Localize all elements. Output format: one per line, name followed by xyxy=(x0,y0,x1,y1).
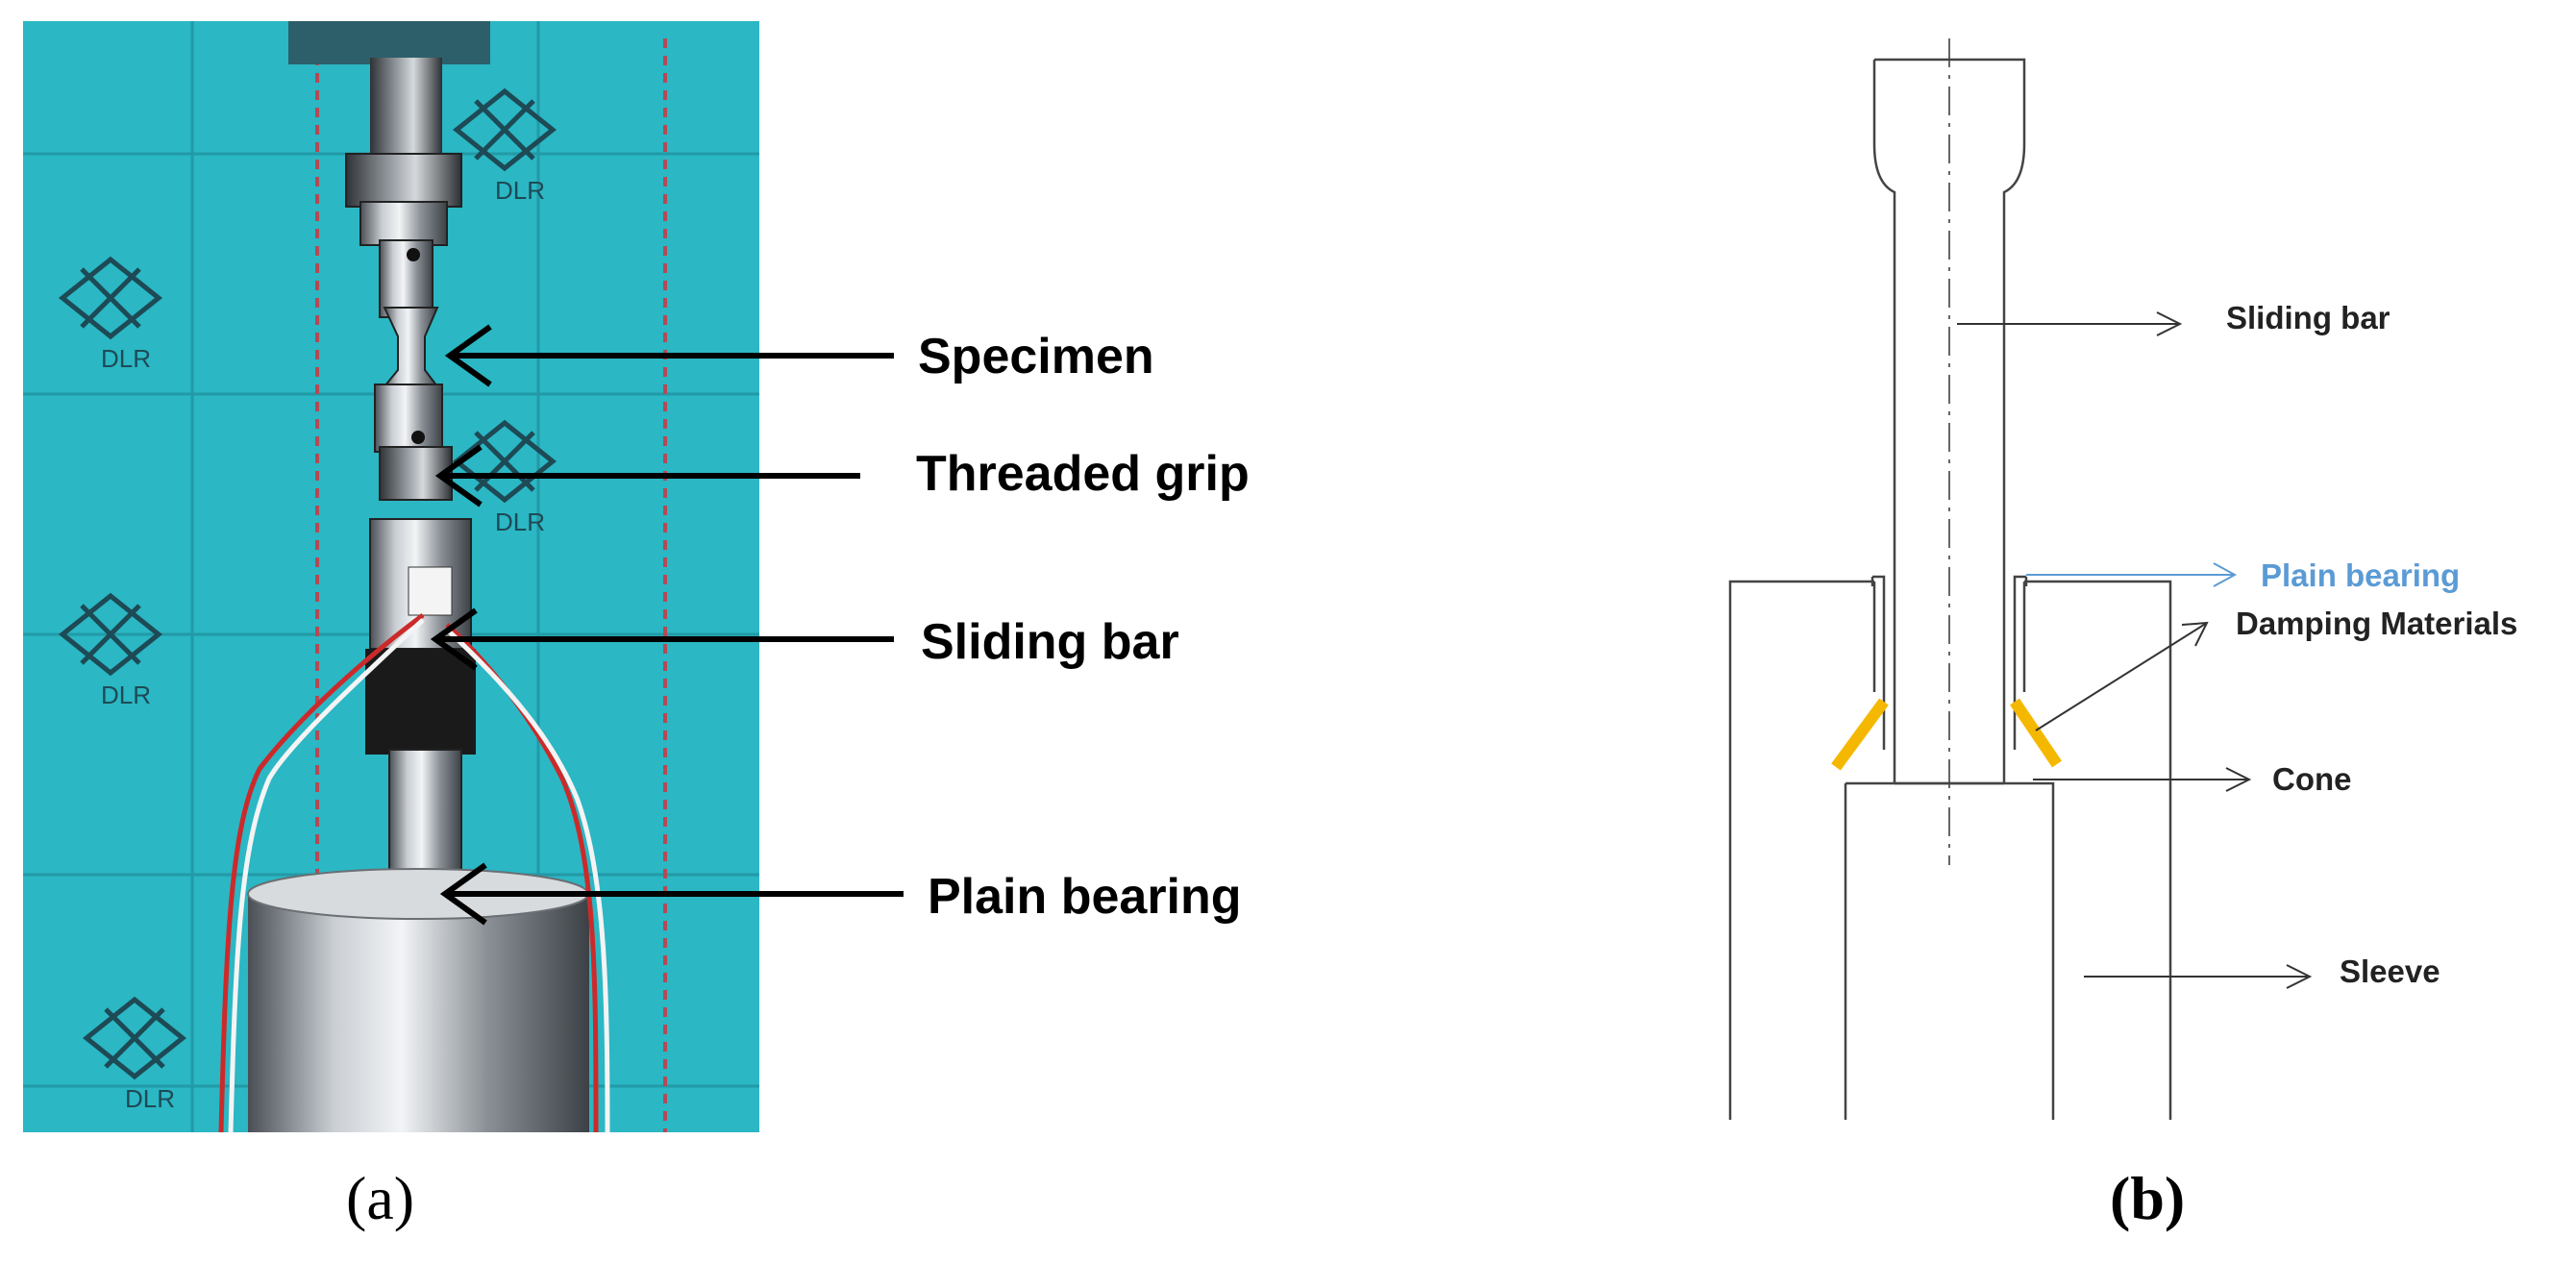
caption-b: (b) xyxy=(2110,1164,2185,1232)
b-sliding-bar-annotation: Sliding bar xyxy=(1957,300,2390,336)
lower-rod xyxy=(388,749,462,871)
plain-bearing-left xyxy=(1870,575,1886,750)
dlr-logo-3: DLR xyxy=(82,996,187,1113)
damping-right xyxy=(2010,698,2062,768)
sliding-bar-outline xyxy=(1872,58,2026,783)
plain-bearing-annotation: Plain bearing xyxy=(439,862,1242,926)
svg-text:DLR: DLR xyxy=(495,176,545,205)
damping-sleeve-black xyxy=(365,649,476,755)
label-sliding-bar: Sliding bar xyxy=(921,614,1179,670)
specimen-annotation: Specimen xyxy=(444,324,1154,387)
white-wire-right xyxy=(445,628,610,1133)
b-label-sleeve: Sleeve xyxy=(2340,953,2440,989)
dlr-logo-4: DLR xyxy=(452,87,557,205)
upper-nut xyxy=(345,153,462,208)
machine-head xyxy=(288,21,490,64)
b-sleeve-annotation: Sleeve xyxy=(2084,953,2440,989)
panel-b-schematic xyxy=(1728,38,2172,1120)
b-label-damping-materials: Damping Materials xyxy=(2236,606,2517,641)
panel-a-annotations: Specimen Threaded grip Sliding bar Plain… xyxy=(430,324,1250,926)
damping-left xyxy=(1831,698,1889,771)
lower-grip-hole xyxy=(411,431,425,444)
red-wire-left xyxy=(218,613,425,1133)
dlr-logo-2: DLR xyxy=(58,592,163,709)
label-specimen: Specimen xyxy=(918,329,1154,384)
base-cylinder xyxy=(248,894,589,1132)
white-wire-left xyxy=(228,618,425,1133)
svg-text:DLR: DLR xyxy=(495,508,545,536)
damping-materials-shapes xyxy=(1831,698,2062,771)
caption-a: (a) xyxy=(346,1164,414,1232)
upper-grip xyxy=(379,239,433,318)
sliding-bar-annotation: Sliding bar xyxy=(430,607,1179,671)
threaded-grip-annotation: Threaded grip xyxy=(434,444,1250,508)
b-label-sliding-bar: Sliding bar xyxy=(2226,300,2390,335)
dlr-logo-5: DLR xyxy=(452,419,557,536)
plain-bearing-right xyxy=(2013,575,2028,750)
dlr-logo-1: DLR xyxy=(58,256,163,373)
svg-text:DLR: DLR xyxy=(101,681,151,709)
label-threaded-grip: Threaded grip xyxy=(916,446,1250,502)
sleeve-outer-left xyxy=(1728,580,1874,1120)
b-label-plain-bearing: Plain bearing xyxy=(2261,557,2460,593)
upper-grip-hole xyxy=(407,248,420,261)
upper-collar xyxy=(359,201,448,246)
photo-dashed-lines xyxy=(315,38,667,1132)
b-plain-bearing-annotation: Plain bearing xyxy=(2026,557,2460,593)
panel-b-annotations: Sliding bar Plain bearing Damping Materi… xyxy=(1957,300,2517,989)
lower-grip xyxy=(374,384,443,453)
dlr-sticker xyxy=(408,566,453,616)
svg-text:DLR: DLR xyxy=(101,344,151,373)
label-plain-bearing: Plain bearing xyxy=(928,869,1242,925)
upper-adapter xyxy=(370,58,442,168)
b-cone-annotation: Cone xyxy=(2033,761,2352,797)
b-label-cone: Cone xyxy=(2272,761,2352,797)
svg-text:DLR: DLR xyxy=(125,1084,175,1113)
b-damping-annotation: Damping Materials xyxy=(2035,606,2517,731)
sleeve-outer-right xyxy=(2024,580,2172,1120)
panel-a-photo: DLR DLR DLR DLR DLR xyxy=(23,21,759,1133)
